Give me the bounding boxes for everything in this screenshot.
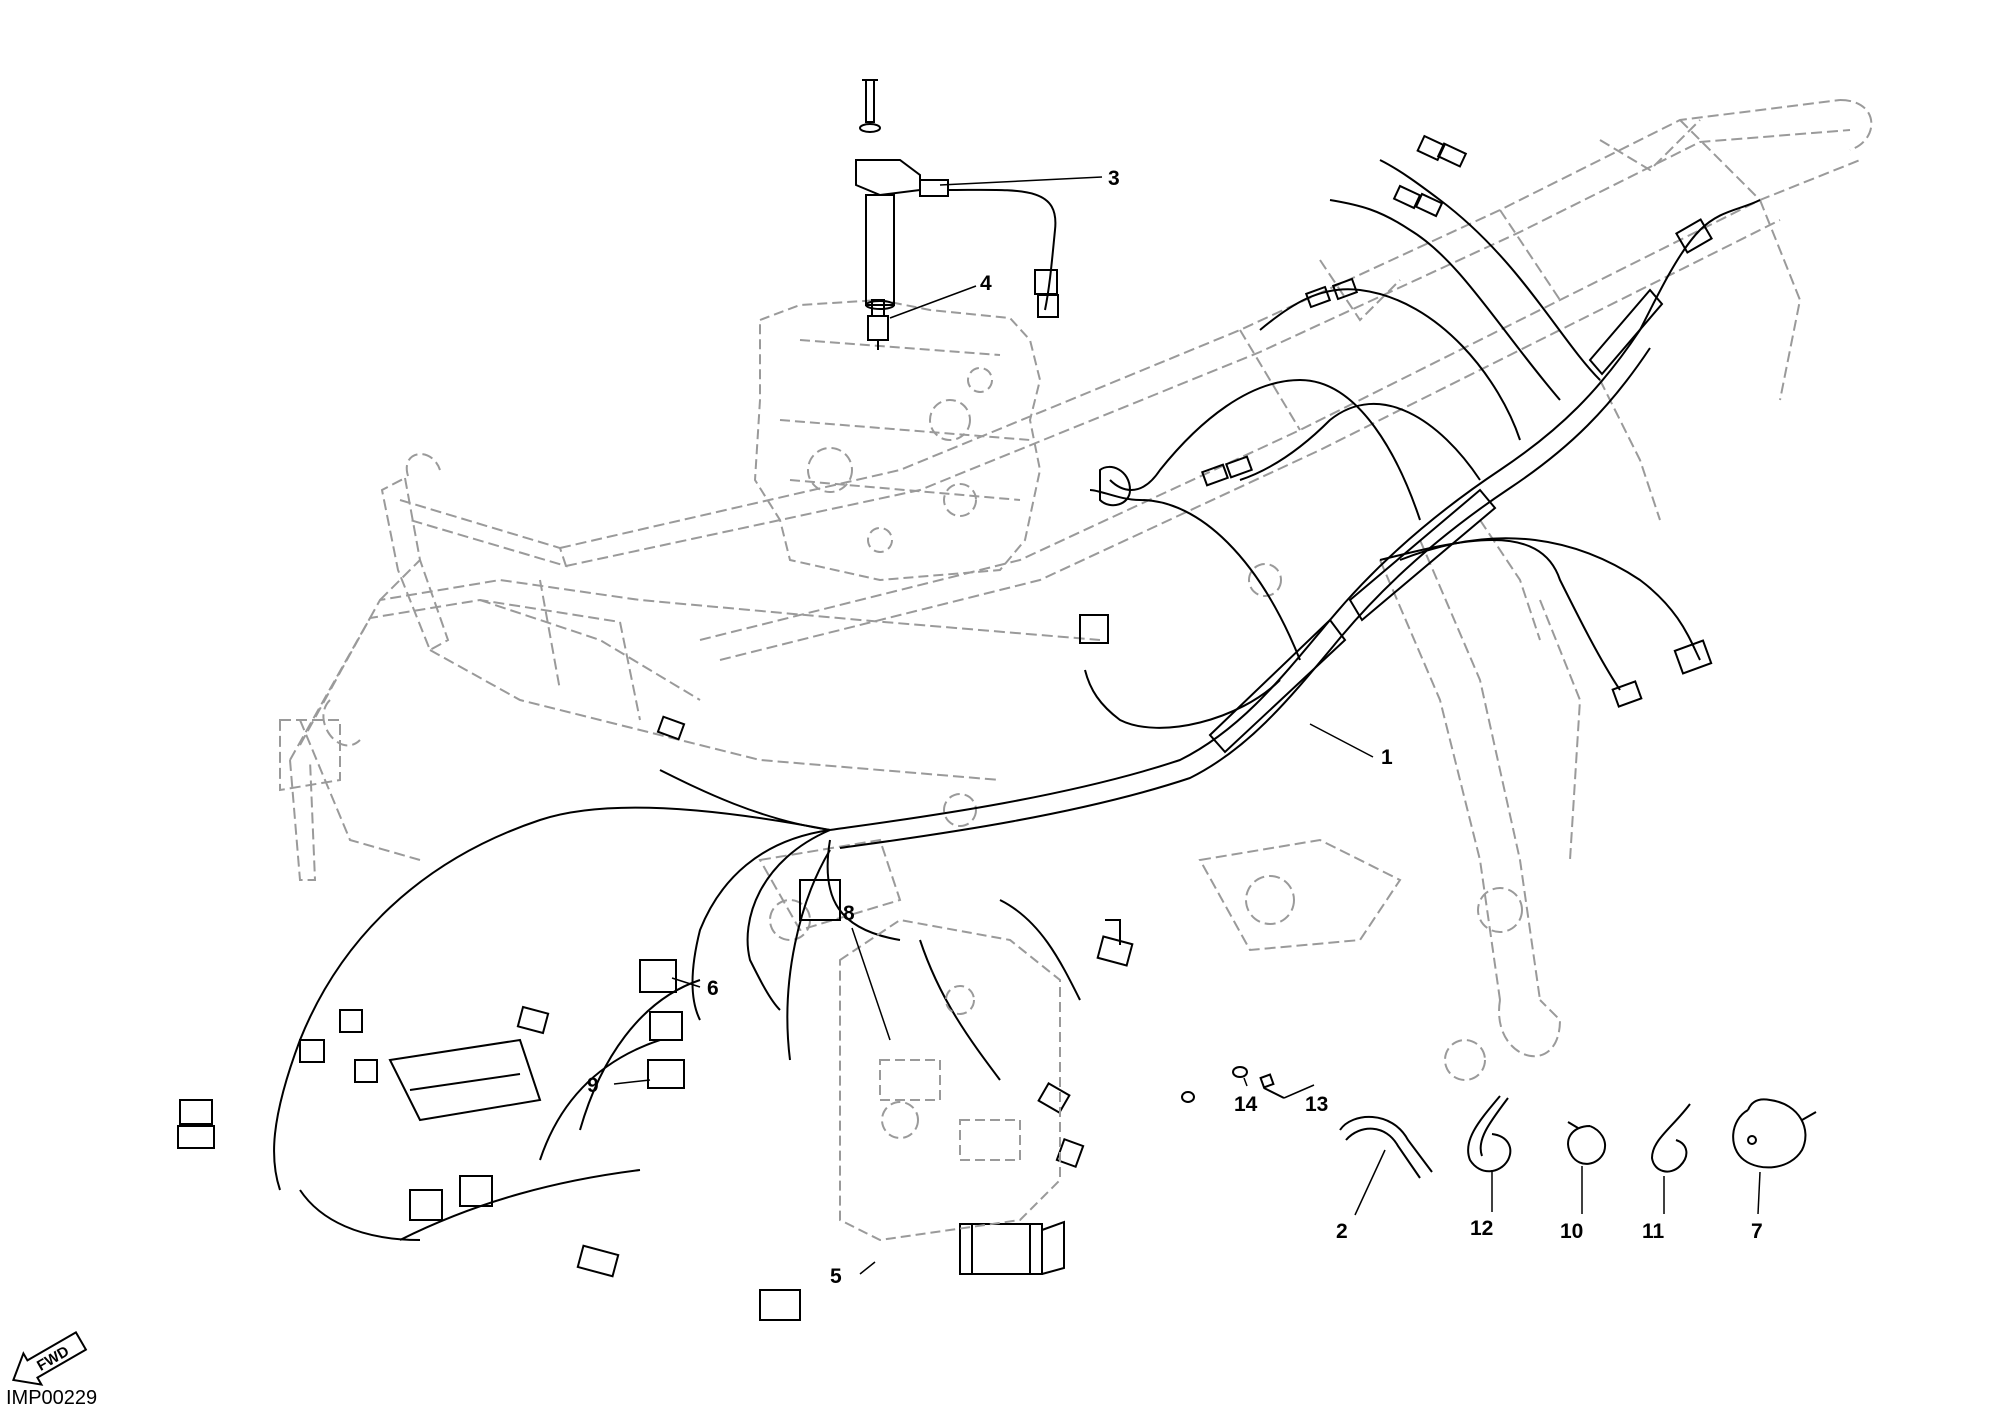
callout-7: 7 (1751, 1220, 1763, 1243)
callout-1: 1 (1381, 746, 1393, 769)
callout-11: 11 (1642, 1220, 1665, 1243)
clamp-12 (1467, 1095, 1512, 1173)
callout-14: 14 (1234, 1093, 1258, 1116)
motorcycle-frame-outline (279, 99, 1873, 1081)
electrical-panel (839, 918, 1061, 1242)
callout-9: 9 (587, 1074, 599, 1097)
rear-connectors (1079, 134, 1713, 708)
washer-14 (1232, 1066, 1248, 1078)
callout-6: 6 (707, 977, 719, 1000)
fuse-box (959, 1220, 1065, 1275)
clamp-11 (1650, 1103, 1691, 1173)
forward-direction-arrow: FWD (11, 1330, 88, 1386)
clamp-10 (1567, 1121, 1606, 1165)
relay-9 (647, 1059, 685, 1089)
cable-tie (1339, 1116, 1433, 1179)
callout-4: 4 (980, 272, 992, 295)
front-connectors (177, 715, 1195, 1321)
main-wiring-harness (273, 159, 1761, 1241)
callout-8: 8 (843, 902, 855, 925)
spark-plug (867, 299, 889, 350)
leader-lines (613, 176, 1761, 1275)
relay-6 (639, 959, 683, 1041)
ignition-coil (855, 79, 1059, 318)
cylinder-head (753, 298, 1042, 582)
callout-3: 3 (1108, 167, 1120, 190)
callout-5: 5 (830, 1265, 842, 1288)
callout-12: 12 (1470, 1217, 1493, 1240)
callout-10: 10 (1560, 1220, 1583, 1243)
callout-13: 13 (1305, 1093, 1328, 1116)
callout-labels: 3 4 1 8 6 9 14 13 5 2 12 10 11 7 (587, 167, 1763, 1288)
clip-7 (1732, 1098, 1817, 1169)
screw-13 (1259, 1073, 1285, 1099)
drawing-reference-code: IMP00229 (6, 1387, 97, 1409)
callout-2: 2 (1336, 1220, 1348, 1243)
